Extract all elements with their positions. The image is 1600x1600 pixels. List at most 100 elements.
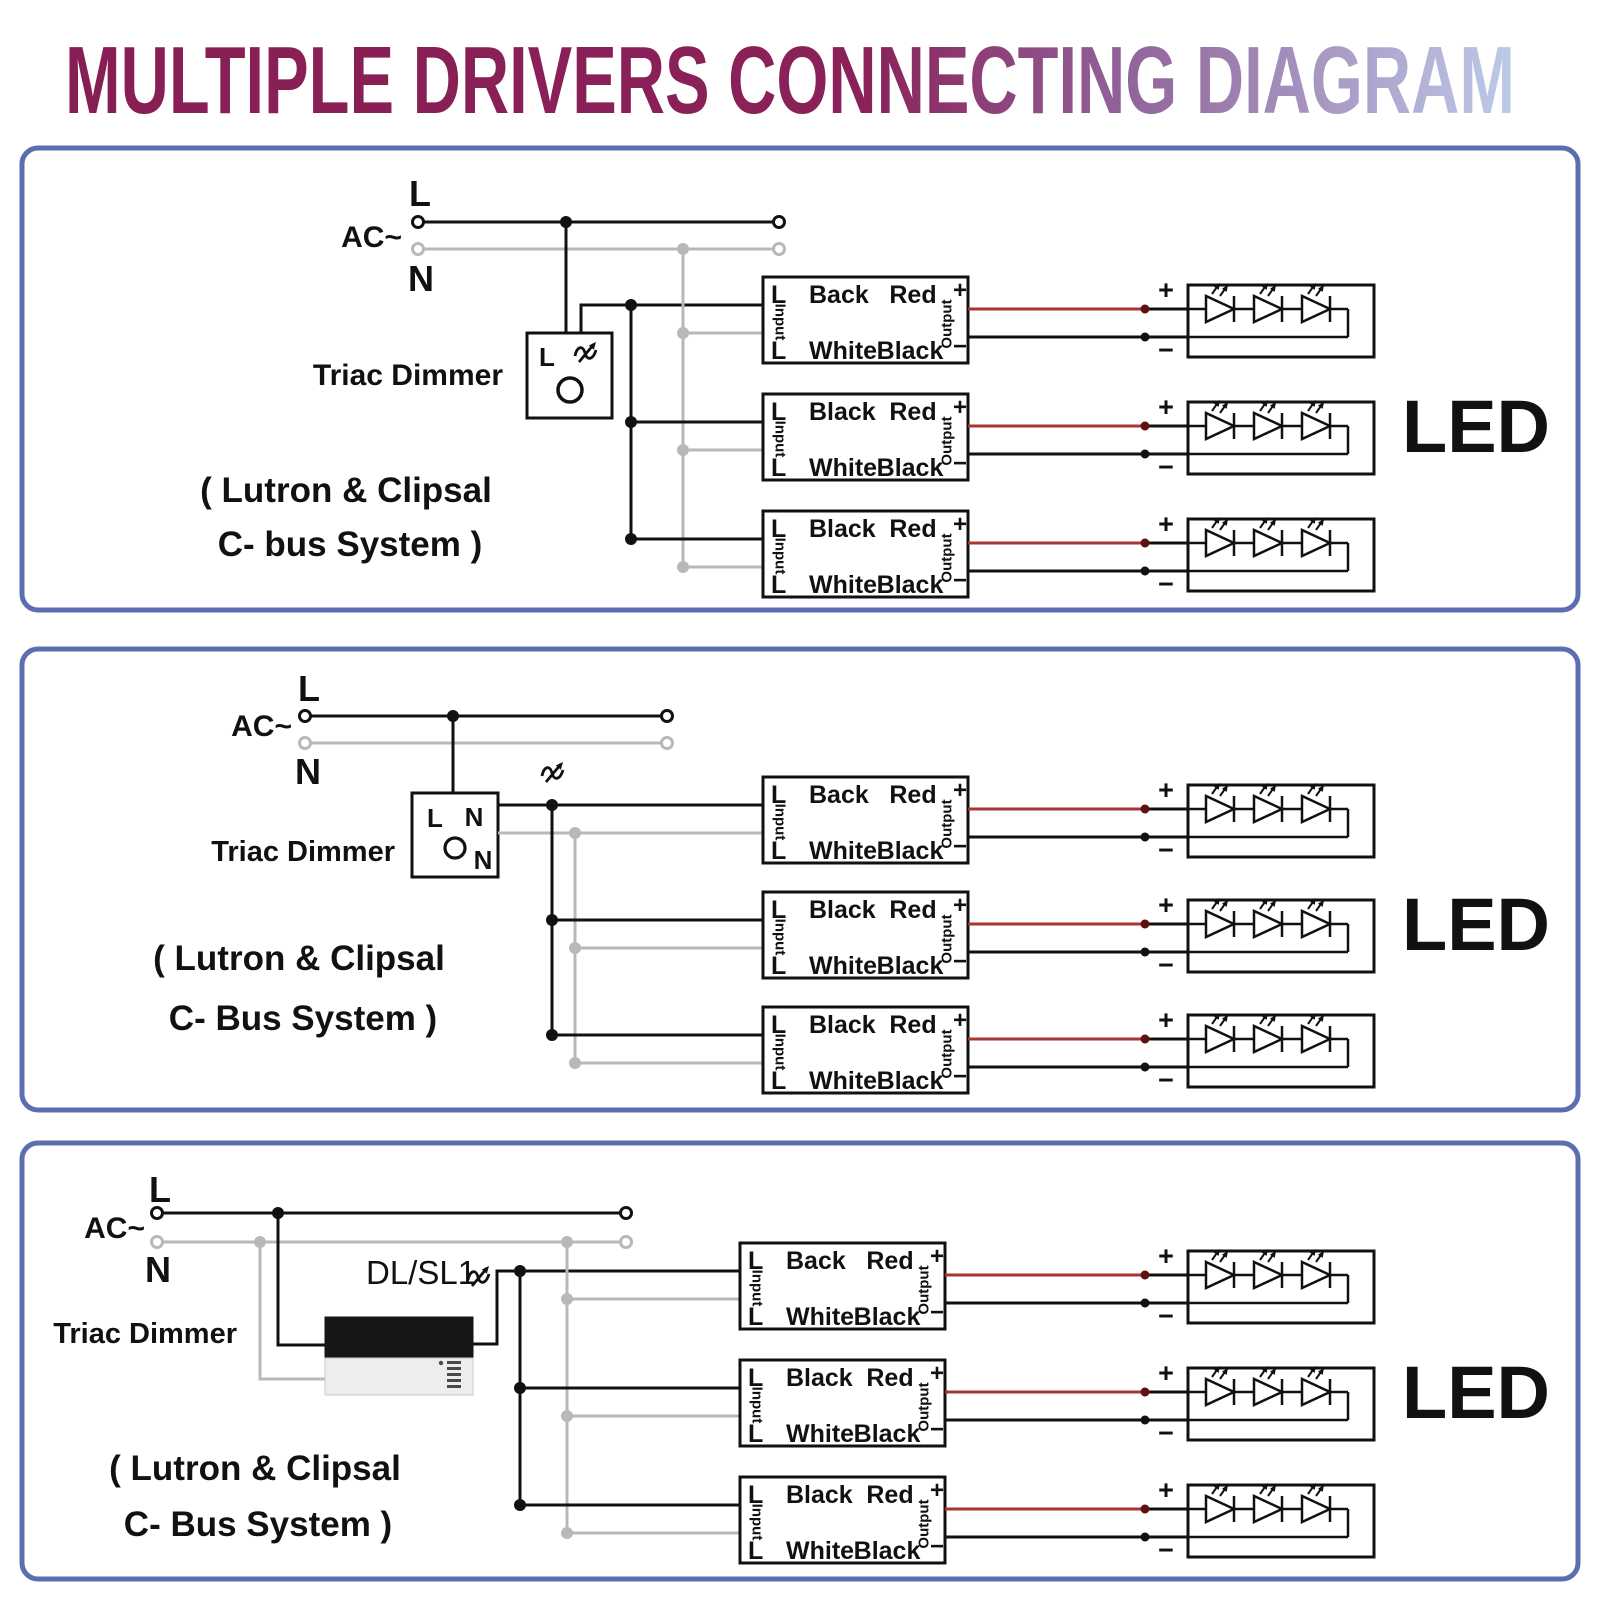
ac-source-label: AC~ <box>84 1212 145 1245</box>
driver-input-side-label: Input <box>772 538 789 575</box>
arrow-head-icon <box>1213 1483 1220 1490</box>
led-diode-icon <box>1204 1024 1237 1054</box>
arrow-head-icon <box>1269 402 1276 409</box>
driver-plus-sign: + <box>930 1360 944 1387</box>
arrow-head-icon <box>1261 517 1268 524</box>
led-diode-icon <box>1252 1024 1285 1054</box>
arrow-head-icon <box>1261 283 1268 290</box>
led-diode-icon <box>1252 528 1285 558</box>
arrow-head-icon <box>1309 517 1316 524</box>
driver-output-wire-top: Red <box>889 781 936 809</box>
negative-splice-dot <box>1140 566 1150 576</box>
driver-output-wire-top: Red <box>889 398 936 426</box>
negative-splice-dot <box>1140 1062 1150 1072</box>
led-diode-icon <box>1252 909 1285 939</box>
led-diode-icon <box>1252 1377 1285 1407</box>
dimmer-neutral-wire <box>258 1242 325 1381</box>
arrow-head-icon <box>1261 1366 1268 1373</box>
driver-box <box>761 775 970 865</box>
led-diode-icon <box>1252 294 1285 324</box>
driver-output-wire-top: Red <box>889 896 936 924</box>
led-plus-sign: + <box>1158 1475 1174 1505</box>
neutral-terminal-left <box>298 736 312 750</box>
arrow-head-icon <box>1269 1368 1276 1375</box>
triac-dimmer-label: Triac Dimmer <box>53 1318 237 1350</box>
driver-input-wire-bottom: White <box>786 1303 854 1331</box>
driver-output-side-label: Output <box>916 1265 933 1314</box>
driver-minus-sign: − <box>953 948 967 975</box>
neutral-junction-dot <box>561 1527 573 1539</box>
arrow-head-icon <box>1213 400 1220 407</box>
driver-input-pin-top: L <box>771 1011 786 1039</box>
driver-input-wire-bottom: White <box>786 1537 854 1565</box>
dimmer-indicator-circle <box>443 836 467 860</box>
driver-output-wire-bottom: Black <box>854 1420 921 1448</box>
negative-splice-dot <box>1140 832 1150 842</box>
positive-splice-dot <box>1140 1387 1150 1397</box>
arrow-head-icon <box>1309 898 1316 905</box>
system-caption-line1: ( Lutron & Clipsal <box>109 1449 401 1488</box>
led-group-label: LED <box>1402 883 1550 966</box>
ac-source-label: AC~ <box>341 221 402 254</box>
neutral-junction-dot <box>569 942 581 954</box>
led-plus-sign: + <box>1158 890 1174 920</box>
live-terminal-left <box>298 709 312 723</box>
arrow-head-icon <box>1221 785 1228 792</box>
led-minus-sign: − <box>1158 1065 1174 1095</box>
dimmer-slider-tick <box>447 1373 461 1376</box>
triac-dimmer-box <box>410 791 500 879</box>
live-line-label: L <box>409 173 431 214</box>
driver-box <box>738 1241 947 1331</box>
led-diode-icon <box>1300 794 1333 824</box>
live-line-label: L <box>298 668 320 709</box>
led-diode-icon <box>1300 1024 1333 1054</box>
dimmer-slider-tick <box>447 1361 461 1364</box>
driver-input-wire-top: Back <box>809 781 869 809</box>
dimmer-neutral-out-pin: N <box>474 845 493 875</box>
arrow-head-icon <box>1261 898 1268 905</box>
arrow-head-icon <box>1221 402 1228 409</box>
positive-splice-dot <box>1140 919 1150 929</box>
driver-input-pin-top: L <box>748 1481 763 1509</box>
panel-frame <box>19 145 1581 613</box>
led-diode-icon <box>1204 528 1237 558</box>
driver-box <box>761 890 970 980</box>
driver-plus-sign: + <box>953 892 967 919</box>
driver-input-wire-bottom: White <box>786 1420 854 1448</box>
arrow-head-icon <box>1269 1485 1276 1492</box>
arrow-head-icon <box>1317 1251 1324 1258</box>
driver-box <box>761 275 970 365</box>
led-diode-icon <box>1300 909 1333 939</box>
driver-output-side-label: Output <box>939 914 956 963</box>
driver-input-pin-top: L <box>771 781 786 809</box>
driver-plus-sign: + <box>953 777 967 804</box>
driver-output-wire-top: Red <box>866 1364 913 1392</box>
arrow-head-icon <box>1221 1485 1228 1492</box>
led-minus-sign: − <box>1158 950 1174 980</box>
driver-input-wire-bottom: White <box>809 952 877 980</box>
arrow-head-icon <box>1309 1013 1316 1020</box>
led-diode-icon <box>1300 294 1333 324</box>
driver-box <box>738 1475 947 1565</box>
dimmer-indicator-dot <box>438 1360 444 1366</box>
driver-input-wire-top: Back <box>786 1247 846 1275</box>
live-junction-dot <box>546 914 558 926</box>
neutral-terminal-left <box>150 1235 164 1249</box>
arrow-head-icon <box>1317 1485 1324 1492</box>
led-plus-sign: + <box>1158 275 1174 305</box>
driver-input-pin-top: L <box>771 515 786 543</box>
neutral-junction-dot <box>569 827 581 839</box>
led-plus-sign: + <box>1158 775 1174 805</box>
driver-input-pin-bottom: L <box>748 1537 763 1565</box>
arrow-head-icon <box>1213 783 1220 790</box>
driver-output-side-label: Output <box>939 299 956 348</box>
driver-output-wire-bottom: Black <box>877 571 944 599</box>
neutral-terminal-right <box>619 1235 633 1249</box>
switched-live-wire <box>473 1269 740 1346</box>
led-plus-sign: + <box>1158 1005 1174 1035</box>
dimmer-model-label: DL/SL1 <box>366 1254 476 1291</box>
driver-input-pin-top: L <box>771 398 786 426</box>
driver-input-wire-top: Black <box>809 896 876 924</box>
dimmer-slider-tick <box>447 1379 461 1382</box>
